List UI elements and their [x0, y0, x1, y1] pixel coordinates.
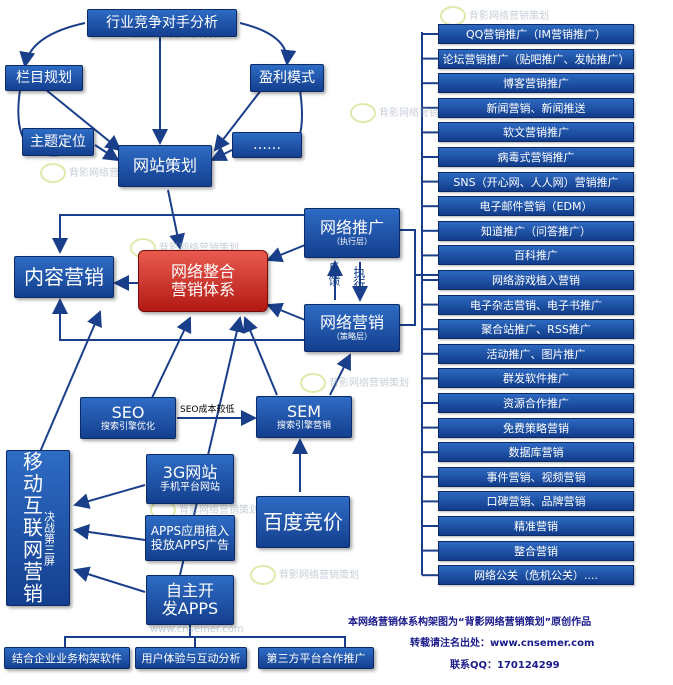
- sem-node: SEM 搜索引擎营销: [256, 396, 352, 438]
- channel-item: 免费策略营销: [438, 417, 634, 438]
- competitor-analysis-label: 行业竞争对手分析: [106, 15, 218, 31]
- apps-line2: 投放APPS广告: [150, 538, 230, 552]
- watermark: 背影网络营销策划: [250, 565, 359, 585]
- bottom-node-architecture: 结合企业业务构架软件: [4, 647, 130, 669]
- footer-copyright: 本网络营销体系构架图为“背影网络营销策划”原创作品: [348, 617, 592, 628]
- channel-item: 整合营销: [438, 540, 634, 561]
- channel-item: 数据库营销: [438, 442, 634, 463]
- seo-node: SEO 搜索引擎优化: [80, 397, 176, 439]
- seo-sub: 搜索引擎优化: [100, 421, 155, 432]
- channel-item: 群发软件推广: [438, 368, 634, 389]
- channel-item: 新闻营销、新闻推送: [438, 97, 634, 118]
- content-marketing-label: 内容营销: [24, 265, 104, 289]
- site-planning-node: 网站策划: [118, 145, 212, 187]
- channel-item: SNS（开心网、人人网）营销推广: [438, 171, 634, 192]
- site-planning-label: 网站策划: [132, 156, 197, 175]
- network-marketing-sub: （策略层）: [332, 332, 372, 341]
- channel-item: 网络游戏植入营销: [438, 270, 634, 290]
- theme-positioning-label: 主题定位: [30, 134, 86, 150]
- channel-item: 论坛营销推广（贴吧推广、发帖推广）: [438, 48, 634, 69]
- channel-item: 知道推广（问答推广）: [438, 220, 634, 241]
- sem-sub: 搜索引擎营销: [276, 420, 331, 431]
- channel-item: 网络公关（危机公关）....: [438, 565, 634, 586]
- footer-source: 转载请注名出处：www.cnsemer.com: [410, 638, 595, 649]
- watermark-brand: 背影网络营销策划: [469, 11, 549, 22]
- channel-item: 电子邮件营销（EDM）: [438, 196, 634, 217]
- core-integrated-marketing-node: 网络整合 营销体系: [138, 250, 268, 312]
- watermark: 背影网络营销策划: [350, 103, 459, 123]
- baidu-bidding-label: 百度竞价: [263, 510, 343, 534]
- network-promotion-label: 网络推广: [319, 218, 384, 237]
- network-marketing-node: 网络营销 （策略层）: [304, 304, 400, 352]
- watermark-brand: 背影网络营销策划: [379, 108, 459, 119]
- profit-model-node: 盈利模式: [250, 64, 324, 92]
- selfdev-line2: 发APPS: [161, 599, 219, 618]
- seo-label: SEO: [111, 402, 145, 422]
- column-planning-label: 栏目规划: [16, 70, 72, 86]
- channel-item: 博客营销推广: [438, 73, 634, 94]
- competitor-analysis-node: 行业竞争对手分析: [87, 9, 237, 37]
- channel-item: 活动推广、图片推广: [438, 343, 634, 364]
- apps-ads-node: APPS应用植入 投放APPS广告: [145, 515, 235, 561]
- footer-contact: 联系QQ：170124299: [450, 660, 560, 671]
- content-marketing-node: 内容营销: [14, 256, 114, 298]
- self-dev-apps-node: 自主开 发APPS: [146, 575, 234, 625]
- more-planning-label: ……: [253, 137, 281, 153]
- profit-model-label: 盈利模式: [259, 70, 315, 86]
- seo-cost-label: SEO成本较低: [180, 405, 235, 415]
- bottom-node-third-party: 第三方平台合作推广: [258, 647, 374, 669]
- watermark-brand: 背影网络营销策划: [69, 168, 149, 179]
- watermark: 背影网络营销策划: [300, 373, 409, 393]
- watermark-brand: 背影网络营销策划: [179, 505, 259, 516]
- apps-line1: APPS应用植入: [150, 524, 230, 538]
- channel-item: 事件营销、视频营销: [438, 466, 634, 487]
- watermark-brand: 背影网络营销策划: [279, 570, 359, 581]
- channel-item: 电子杂志营销、电子书推广: [438, 294, 634, 315]
- bottom-node-ux: 用户体验与互动分析: [135, 647, 247, 669]
- channel-item: 病毒式营销推广: [438, 147, 634, 167]
- execute-label: 执行: [352, 266, 366, 290]
- channel-item: 精准营销: [438, 516, 634, 536]
- watermark: 背影网络营销策划: [440, 6, 549, 26]
- mobile-side-label: 决战第三屏: [42, 510, 56, 566]
- baidu-bidding-node: 百度竞价: [256, 496, 350, 548]
- sem-label: SEM: [286, 401, 322, 421]
- channel-item: 软文营销推广: [438, 122, 634, 143]
- watermark: 背影网络营销策划: [40, 163, 149, 183]
- network-marketing-label: 网络营销: [319, 313, 384, 332]
- bottom-label: 第三方平台合作推广: [266, 651, 366, 665]
- channel-item: 资源合作推广: [438, 393, 634, 413]
- watermark-brand: 背影网络营销策划: [329, 378, 409, 389]
- watermark-brand: 背影网络营销策划: [159, 243, 239, 254]
- watermark: www.cnsemer.com: [150, 624, 244, 635]
- watermark-url: www.cnsemer.com: [150, 624, 244, 635]
- network-promotion-node: 网络推广 （执行层）: [304, 208, 400, 258]
- channel-item: 口碑营销、品牌营销: [438, 491, 634, 512]
- 3g-site-label: 3G网站: [162, 463, 218, 482]
- core-line1: 网络整合: [170, 262, 235, 281]
- mobile-internet-marketing-node: 移动互联网营销 决战第三屏: [6, 450, 70, 606]
- bottom-label: 用户体验与互动分析: [141, 651, 241, 665]
- network-promotion-sub: （执行层）: [332, 237, 372, 246]
- channel-item: 百科推广: [438, 245, 634, 266]
- mobile-label: 移动互联网营销: [19, 451, 44, 605]
- bottom-label: 结合企业业务构架软件: [12, 651, 122, 665]
- 3g-site-sub: 手机平台网站: [160, 482, 220, 493]
- channel-item: QQ营销推广（IM营销推广）: [438, 24, 634, 44]
- 3g-site-node: 3G网站 手机平台网站: [146, 454, 234, 504]
- channel-item: 聚合站推广、RSS推广: [438, 319, 634, 340]
- core-line2: 营销体系: [170, 280, 235, 299]
- column-planning-node: 栏目规划: [5, 65, 83, 91]
- more-planning-node: ……: [232, 132, 302, 158]
- feedback-label: 反馈: [327, 262, 341, 286]
- theme-positioning-node: 主题定位: [22, 128, 94, 156]
- selfdev-line1: 自主开: [165, 581, 214, 600]
